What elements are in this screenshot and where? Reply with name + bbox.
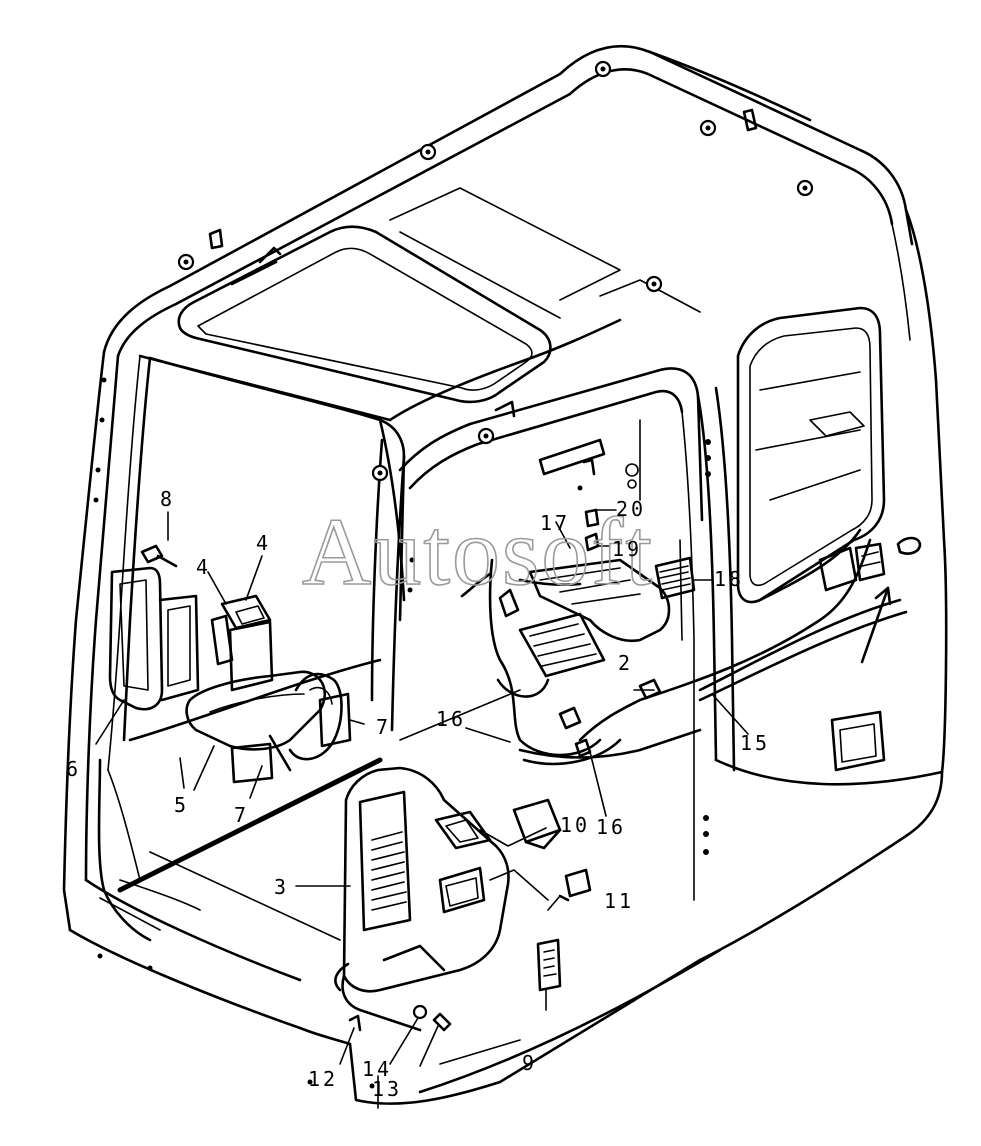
callout-19: 19 <box>612 537 642 561</box>
callout-13: 13 <box>372 1077 402 1101</box>
callout-labels: 8 4 4 6 7 5 7 3 16 16 2 15 17 20 19 18 1… <box>66 487 770 1101</box>
callout-12: 12 <box>308 1067 338 1091</box>
rear-control-panel <box>518 438 696 700</box>
callout-4-right: 4 <box>256 531 271 555</box>
callout-4-left: 4 <box>196 555 211 579</box>
callout-3: 3 <box>274 875 289 899</box>
center-air-duct-assembly <box>185 594 352 784</box>
callout-7-right: 7 <box>376 715 391 739</box>
callout-15: 15 <box>740 731 770 755</box>
callout-17: 17 <box>540 511 570 535</box>
callout-11: 11 <box>604 889 634 913</box>
callout-8: 8 <box>160 487 175 511</box>
fasteners <box>348 1004 452 1032</box>
leader-lines <box>95 509 892 1109</box>
callout-6: 6 <box>66 757 81 781</box>
callout-16-right: 16 <box>596 815 626 839</box>
callout-7-bottom: 7 <box>234 803 249 827</box>
roof-bolts <box>177 60 814 482</box>
right-console-box <box>334 766 510 1032</box>
pillar-dots <box>93 377 711 1089</box>
cab-shell <box>62 44 948 1105</box>
callout-18: 18 <box>714 567 744 591</box>
callout-10: 10 <box>560 813 590 837</box>
left-air-duct-panel <box>108 566 200 711</box>
callout-5: 5 <box>174 793 189 817</box>
callout-9: 9 <box>522 1051 537 1075</box>
watermark-text: Autosoft <box>302 498 654 605</box>
callout-16-left: 16 <box>436 707 466 731</box>
switches <box>512 798 592 992</box>
callout-20: 20 <box>616 497 646 521</box>
bolt-8 <box>140 544 178 568</box>
callout-14: 14 <box>362 1057 392 1081</box>
callout-2: 2 <box>618 651 633 675</box>
